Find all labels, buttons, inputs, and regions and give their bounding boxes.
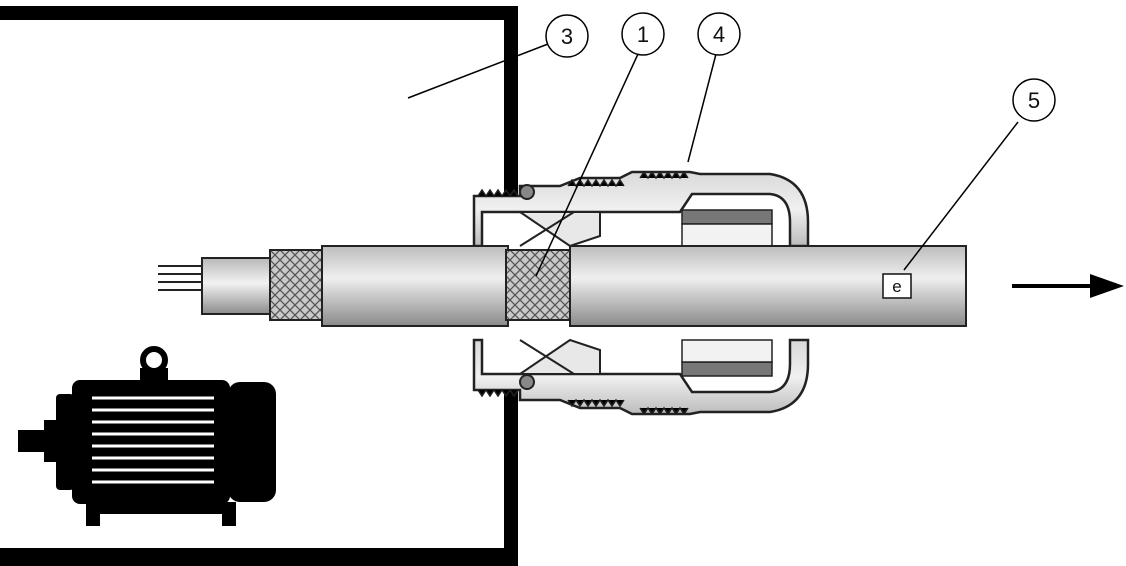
- conductor-wires: [158, 265, 206, 291]
- braid-shield-left: [269, 249, 325, 321]
- callout-3: 3: [545, 14, 589, 58]
- inner-insulation: [201, 257, 275, 315]
- braid-shield-gland: [505, 249, 573, 321]
- cable-marker-label: e: [892, 277, 901, 296]
- pull-direction-arrow: [1012, 274, 1124, 298]
- callout-4: 4: [697, 12, 741, 56]
- motor-icon: [18, 346, 276, 526]
- callout-1: 1: [621, 12, 665, 56]
- callout-5: 5: [1012, 78, 1056, 122]
- callout-5-label: 5: [1028, 88, 1040, 113]
- cable-marker: e: [882, 273, 912, 299]
- outer-sheath-left: [321, 245, 509, 327]
- enclosure: [0, 6, 518, 566]
- callout-1-label: 1: [637, 22, 649, 47]
- callout-3-label: 3: [561, 24, 573, 49]
- callout-leaders: [407, 43, 1019, 277]
- callout-4-label: 4: [713, 22, 725, 47]
